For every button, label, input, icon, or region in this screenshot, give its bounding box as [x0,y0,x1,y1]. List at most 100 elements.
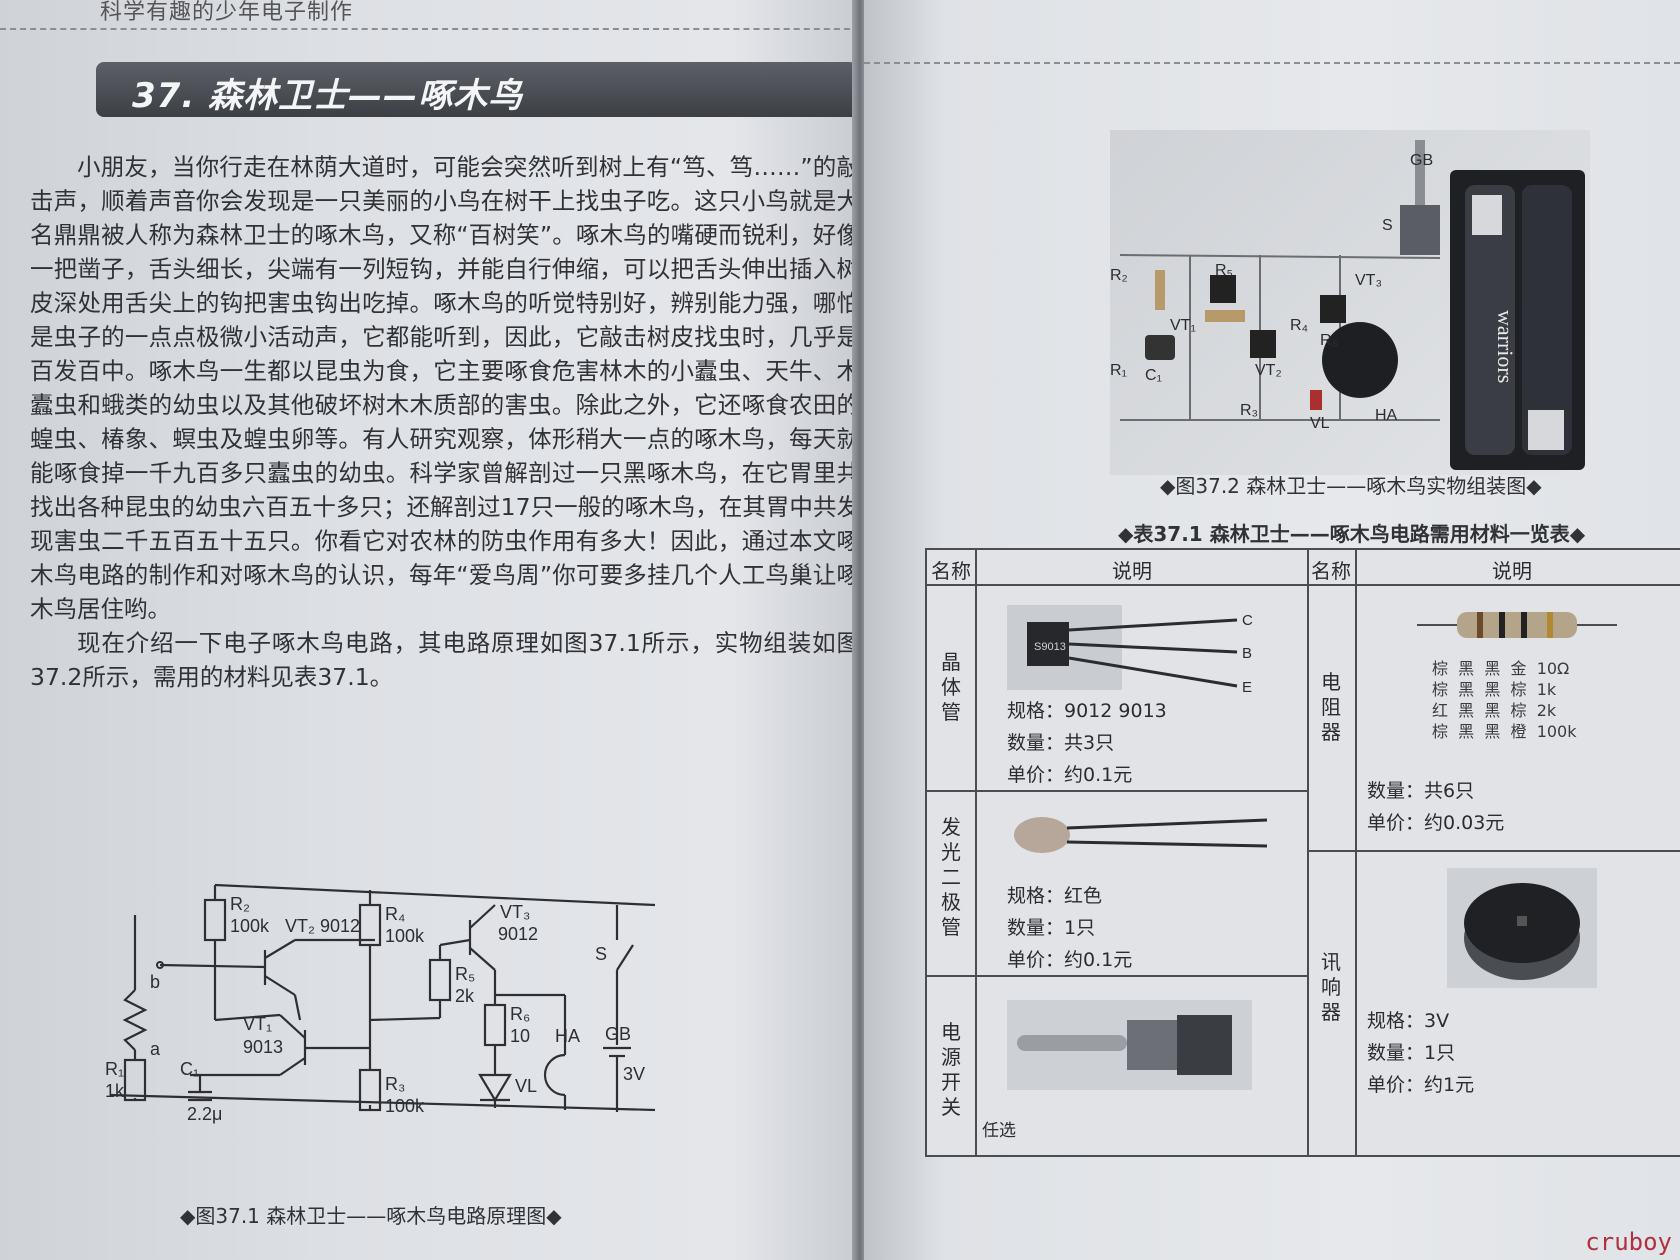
resistor-spec-block: 数量：共6只 单价：约0.03元 [1367,775,1504,839]
label-C1-value: 2.2μ [187,1104,222,1124]
label-b: b [150,972,160,992]
photo-label-VL: VL [1310,415,1330,432]
label-R2-value: 100k [230,916,270,936]
assembly-photo: warriors GB S R₂ R₅ VT₃ VT₁ R₄ R₆ VT [1110,130,1590,475]
label-S: S [595,944,607,964]
table-37-1-caption: ◆表37.1 森林卫士——啄木鸟电路需用材料一览表◆ [1118,522,1586,546]
resistor-name: 电阻器 [1321,670,1341,744]
label-R6: R₆ [510,1004,530,1024]
header-name-right: 名称 [1311,559,1351,583]
table-col-rule-3 [1355,550,1357,1155]
resistor-color-codes: 棕 黑 黑 金 10Ω 棕 黑 黑 棕 1k 红 黑 黑 棕 2k 棕 黑 黑 … [1432,659,1577,741]
label-R2: R₂ [230,894,250,914]
buzzer-spec-block: 规格：3V 数量：1只 单价：约1元 [1367,1005,1474,1101]
photo-label-HA: HA [1375,407,1398,424]
photo-label-VT2: VT₂ [1255,362,1282,379]
transistor-spec: 规格：9012 9013 [1007,700,1167,722]
buzzer-price: 单价：约1元 [1367,1074,1475,1096]
pin-E: E [1242,679,1252,696]
transistor-image: S9013 C B E [1007,605,1253,696]
assembly-photo-drawing: warriors GB S R₂ R₅ VT₃ VT₁ R₄ R₆ VT [1110,140,1585,470]
left-page: 科学有趣的少年电子制作 37. 森林卫士——啄木鸟 小朋友，当你行走在林荫大道时… [0,0,871,1260]
running-head-rule [0,28,860,30]
figure-37-2-caption: ◆图37.2 森林卫士——啄木鸟实物组装图◆ [1160,474,1542,498]
label-VT1-value: 9013 [243,1037,283,1057]
transistor-mark: S9013 [1034,641,1066,653]
pin-C: C [1242,612,1253,629]
photo-label-VT1: VT₁ [1170,317,1196,334]
photo-label-VT3: VT₃ [1355,272,1382,289]
section-title-bar: 37. 森林卫士——啄木鸟 [96,62,871,117]
row-rule-right-1 [1307,850,1680,852]
resistor-qty: 数量：共6只 [1367,780,1475,802]
photo-label-R6: R₆ [1320,332,1338,349]
label-HA: HA [555,1026,580,1046]
header-desc-right: 说明 [1492,559,1532,583]
body-text: 小朋友，当你行走在林荫大道时，可能会突然听到树上有“笃、笃……”的敲击声，顺着声… [30,150,860,694]
label-R3-value: 100k [385,1096,425,1116]
table-col-rule-1 [975,550,977,1155]
label-VT2: VT₂ 9012 [285,916,360,936]
right-running-rule [864,62,1680,64]
table-header-rule [927,584,1680,586]
label-R1-value: 1k [105,1081,125,1101]
label-3V: 3V [623,1064,645,1084]
photo-label-R1: R₁ [1110,362,1127,379]
led-price: 单价：约0.1元 [1007,949,1133,971]
led-spec-block: 规格：红色 数量：1只 单价：约0.1元 [1007,880,1132,976]
buzzer-image [1447,868,1597,988]
photo-label-R4: R₄ [1290,317,1308,334]
switch-note: 任选 [982,1121,1016,1141]
label-R3: R₃ [385,1074,405,1094]
row-rule-left-1 [927,790,1307,792]
label-R4: R₄ [385,904,405,924]
resistor-price: 单价：约0.03元 [1367,812,1505,834]
row-rule-left-2 [927,975,1307,977]
label-R4-value: 100k [385,926,425,946]
label-VT1: VT₁ [243,1014,272,1034]
led-spec: 规格：红色 [1007,885,1103,907]
label-VT3-value: 9012 [498,924,538,944]
section-title: 37. 森林卫士——啄木鸟 [132,76,524,116]
photo-label-R2: R₂ [1110,267,1128,284]
pin-B: B [1242,645,1252,662]
switch-name: 电源开关 [941,1020,961,1119]
transistor-spec-block: 规格：9012 9013 数量：共3只 单价：约0.1元 [1007,695,1167,791]
buzzer-name: 讯响器 [1321,950,1341,1024]
switch-image [1007,1000,1252,1090]
watermark: cruboy [1585,1228,1672,1256]
label-VT3: VT₃ [500,902,530,922]
paragraph-2: 现在介绍一下电子啄木鸟电路，其电路原理如图37.1所示，实物组装如图37.2所示… [30,629,860,691]
label-R1: R₁ [105,1059,124,1079]
led-image [1014,817,1268,853]
transistor-price: 单价：约0.1元 [1007,764,1133,786]
label-R6-value: 10 [510,1026,530,1046]
buzzer-qty: 数量：1只 [1367,1042,1456,1064]
resistor-image [1417,612,1617,638]
paragraph-1: 小朋友，当你行走在林荫大道时，可能会突然听到树上有“笃、笃……”的敲击声，顺着声… [30,153,860,623]
label-VL: VL [515,1076,537,1096]
photo-label-R3: R₃ [1240,402,1258,419]
transistor-name: 晶体管 [941,650,961,724]
battery-text: warriors [1493,310,1518,383]
label-a: a [150,1039,161,1059]
circuit-schematic: R₂ 100k VT₂ 9012 R₄ 100k VT₃ 9012 b R₅ 2… [105,883,656,1124]
led-qty: 数量：1只 [1007,917,1096,939]
label-GB: GB [605,1024,631,1044]
label-R5-value: 2k [455,986,475,1006]
label-R5: R₅ [455,964,475,984]
photo-label-R5: R₅ [1215,262,1233,279]
figure-37-1-caption: ◆图37.1 森林卫士——啄木鸟电路原理图◆ [180,1204,562,1228]
photo-label-GB: GB [1410,152,1433,169]
running-head: 科学有趣的少年电子制作 [100,0,354,25]
table-col-rule-2 [1307,550,1309,1155]
photo-label-S: S [1382,217,1393,234]
led-name: 发光二极管 [941,815,961,939]
materials-table: 名称 说明 名称 说明 晶体管 S9013 C B E 规格：9012 9013… [925,548,1680,1157]
header-name-left: 名称 [931,559,971,583]
buzzer-spec: 规格：3V [1367,1010,1450,1032]
label-C1: C₁ [180,1059,199,1079]
photo-label-C1: C₁ [1145,367,1162,384]
transistor-qty: 数量：共3只 [1007,732,1115,754]
header-desc-left: 说明 [1112,559,1152,583]
